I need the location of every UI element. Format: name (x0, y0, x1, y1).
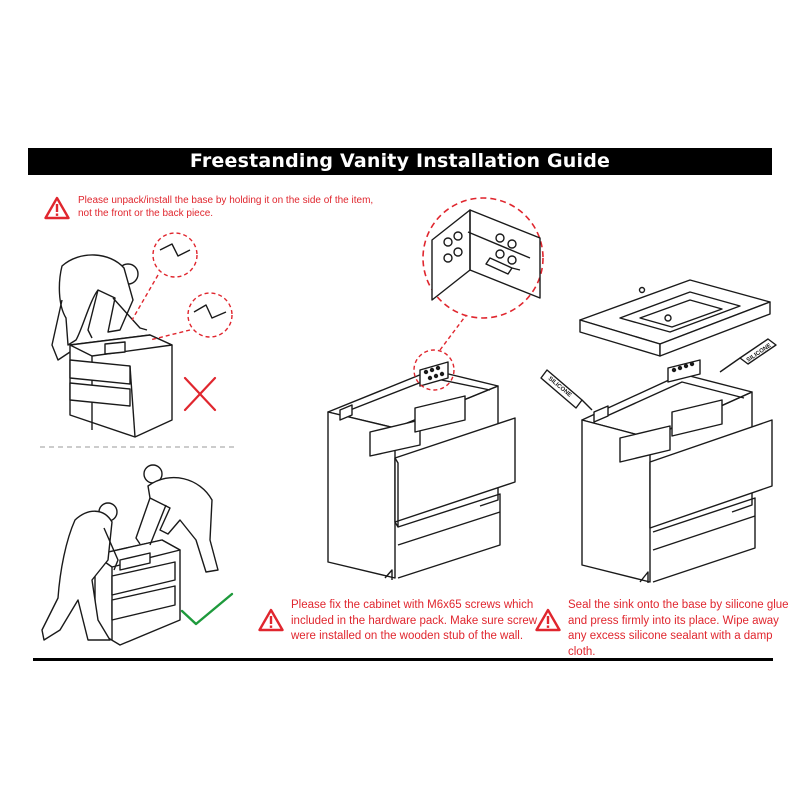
fix-screws-warning-text: Please fix the cabinet with M6x65 screws… (291, 599, 538, 642)
seal-sink-warning-text: Seal the sink onto the base by silicone … (568, 599, 789, 658)
page-title: Freestanding Vanity Installation Guide (28, 148, 772, 175)
wrong-lift-illustration (51, 254, 173, 438)
green-check-icon (180, 592, 234, 626)
bracket-detail (431, 209, 541, 301)
warning-triangle-icon (535, 608, 561, 632)
cabinet-silicone-illustration (581, 359, 773, 583)
seal-sink-warning: Seal the sink onto the base by silicone … (535, 598, 800, 660)
unpack-warning: Please unpack/install the base by holdin… (44, 194, 373, 220)
silicone-tube-right-icon (719, 338, 777, 373)
correct-lift-illustration (41, 464, 219, 646)
silicone-tube-left-icon (540, 369, 593, 411)
silicone-label-left: SILICONE (547, 376, 573, 399)
bottom-divider (33, 658, 773, 661)
unpack-warning-text: Please unpack/install the base by holdin… (78, 195, 374, 219)
sink-top-illustration (579, 279, 771, 357)
fix-screws-warning: Please fix the cabinet with M6x65 screws… (258, 598, 537, 645)
warning-triangle-icon (44, 196, 70, 220)
cabinet-screw-illustration (327, 361, 516, 580)
warning-triangle-icon (258, 608, 284, 632)
red-cross-icon (183, 376, 217, 412)
